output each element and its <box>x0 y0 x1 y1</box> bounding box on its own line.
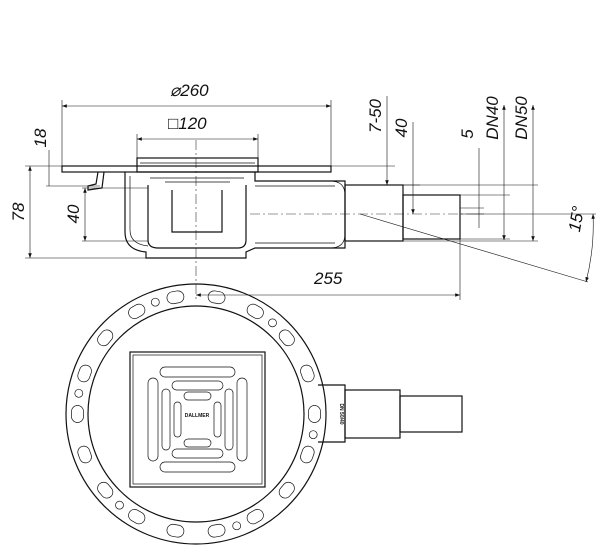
bracket <box>87 171 105 191</box>
ring-hole <box>115 500 124 510</box>
ring-slot <box>71 405 84 423</box>
dim-flange-diameter: ⌀260 <box>170 81 209 100</box>
dim-total-height: 78 <box>9 202 28 221</box>
ring-slot <box>207 523 226 538</box>
ring-slots <box>71 290 321 538</box>
side-view <box>61 140 589 300</box>
trap-outer <box>147 185 247 249</box>
ring-slot <box>278 481 295 499</box>
outlet-dn40-top <box>399 395 463 433</box>
outlet-dn50 <box>344 184 404 242</box>
dim-angle: 15° <box>565 205 588 234</box>
ring-slot <box>300 364 315 383</box>
ring-slot <box>77 364 92 383</box>
ring-slot <box>128 509 146 525</box>
ring-slot <box>97 329 114 347</box>
ring-slot <box>97 481 114 499</box>
ring-hole <box>308 430 318 440</box>
ring-slot <box>278 329 295 347</box>
outlet-dn50-top <box>344 389 401 439</box>
ring-slot <box>300 445 315 464</box>
ring-slot <box>128 303 146 319</box>
angle-line <box>359 213 589 283</box>
flange-ring-outer <box>65 283 327 545</box>
dim-flange-height: 18 <box>31 128 50 147</box>
outlet-dn40 <box>402 194 461 240</box>
ring-hole <box>150 297 160 307</box>
ring-slot <box>166 290 185 305</box>
ring-slot <box>246 303 264 319</box>
grate-side <box>136 157 259 173</box>
ring-slot <box>77 445 92 464</box>
drain-body <box>124 172 346 259</box>
ring-slot <box>308 405 321 423</box>
dim-adjustment: 7-50 <box>366 98 385 133</box>
flange-ring-inner <box>87 305 305 523</box>
brand-logo: DALLMER <box>185 413 210 419</box>
dim-outlet-height: 40 <box>392 118 411 137</box>
trap-inner <box>171 190 223 233</box>
top-view: DN 50/40 DALLMER <box>65 283 463 545</box>
ring-hole <box>74 388 84 398</box>
ring-slot <box>166 523 185 538</box>
grate-frame <box>129 351 266 488</box>
dim-outlet-length: 255 <box>313 269 343 288</box>
grate-slots <box>147 366 248 473</box>
outlet-marking: DN 50/40 <box>338 403 344 424</box>
dim-dn50: DN50 <box>512 96 531 140</box>
dim-water-seal: 40 <box>64 204 83 223</box>
dim-dn40: DN40 <box>483 96 502 140</box>
dim-offset: 5 <box>458 129 477 139</box>
ring-slot <box>207 290 226 305</box>
flange <box>61 165 332 173</box>
dimensions: ⌀260 □120 78 18 40 255 7-50 40 5 DN40 DN… <box>9 81 596 300</box>
ring-hole <box>232 521 242 531</box>
ring-slot <box>246 509 264 525</box>
dim-grate-size: □120 <box>168 114 207 133</box>
ring-hole <box>268 318 277 328</box>
